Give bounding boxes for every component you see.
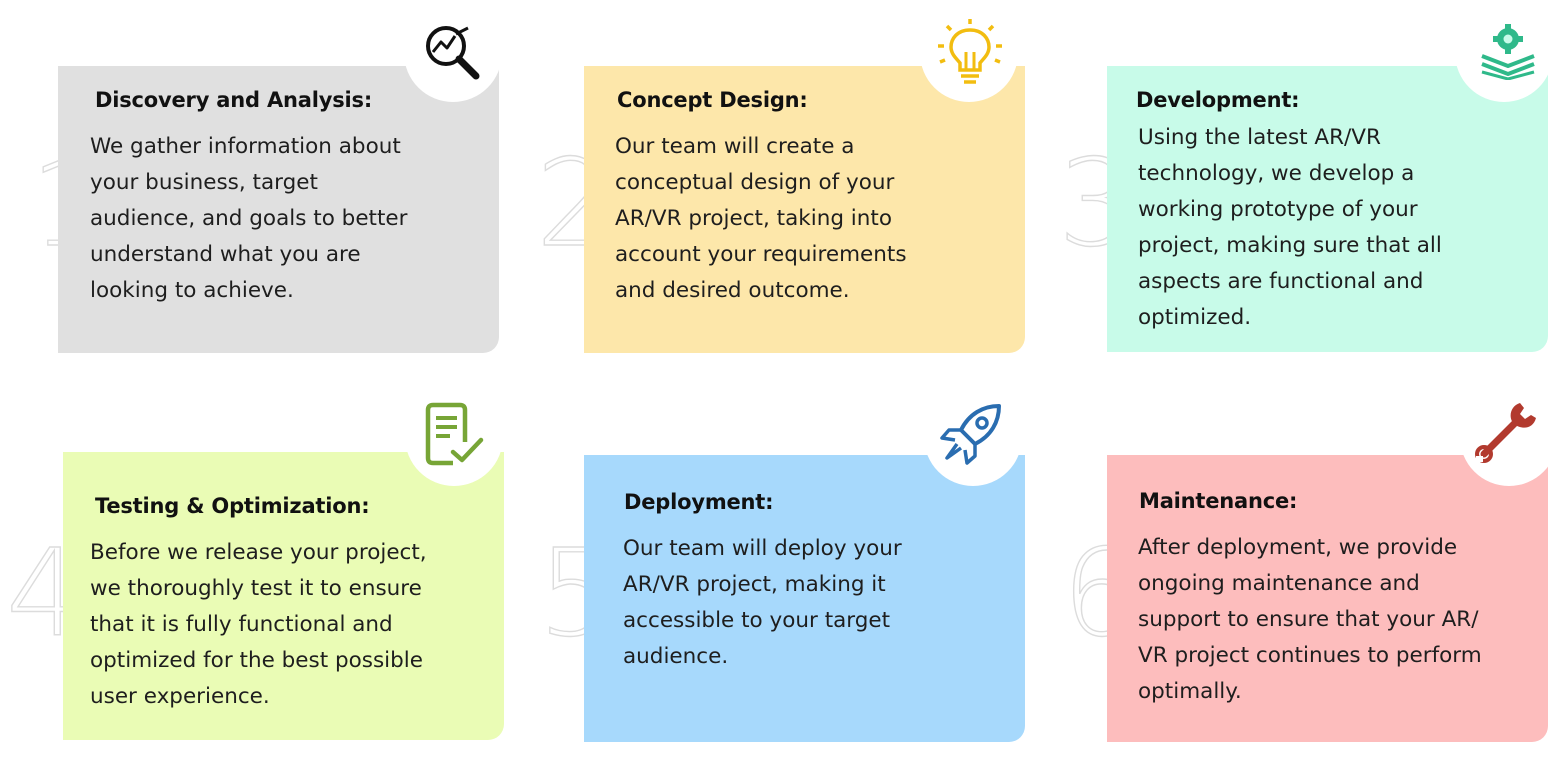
description-line: project, making sure that all	[1138, 233, 1442, 258]
description-line: that it is fully functional and	[90, 612, 393, 637]
description-line: optimally.	[1138, 679, 1242, 704]
description-line: support to ensure that your AR/	[1138, 607, 1479, 632]
card-background	[1107, 455, 1548, 742]
description-line: conceptual design of your	[615, 170, 895, 195]
description-line: aspects are functional and	[1138, 269, 1424, 294]
description-line: VR project continues to perform	[1138, 643, 1482, 668]
description-line: user experience.	[90, 684, 270, 709]
card-background	[584, 66, 1025, 353]
description-line: understand what you are	[90, 242, 361, 267]
description-line: audience, and goals to better	[90, 206, 408, 231]
description-line: optimized.	[1138, 305, 1252, 330]
description-line: Our team will create a	[615, 134, 855, 159]
icon-badge	[924, 388, 1022, 486]
description-line: Our team will deploy your	[623, 536, 902, 561]
step-title: Concept Design:	[617, 88, 808, 112]
step-description: After deployment, we provide ongoing mai…	[1138, 530, 1482, 710]
description-line: we thoroughly test it to ensure	[90, 576, 422, 601]
icon-badge	[404, 4, 502, 102]
description-line: AR/VR project, making it	[623, 572, 886, 597]
step-description: Our team will deploy your AR/VR project,…	[623, 531, 902, 675]
step-title: Development:	[1136, 88, 1300, 112]
description-line: Before we release your project,	[90, 540, 427, 565]
icon-badge	[1460, 388, 1558, 486]
description-line: We gather information about	[90, 134, 401, 159]
description-line: After deployment, we provide	[1138, 535, 1458, 560]
description-line: working prototype of your	[1138, 197, 1418, 222]
description-line: technology, we develop a	[1138, 161, 1415, 186]
wrench-icon	[1475, 403, 1536, 463]
rocket-icon	[940, 404, 1001, 465]
lightbulb-icon	[938, 19, 1002, 84]
icon-badge	[1455, 4, 1553, 102]
checklist-icon	[425, 402, 484, 466]
card-background	[584, 455, 1025, 742]
description-line: audience.	[623, 644, 729, 669]
card-background	[1107, 66, 1548, 352]
step-title: Testing & Optimization:	[95, 494, 370, 518]
description-line: looking to achieve.	[90, 278, 294, 303]
description-line: Using the latest AR/VR	[1138, 125, 1381, 150]
description-line: optimized for the best possible	[90, 648, 423, 673]
step-description: We gather information about your busines…	[90, 129, 407, 309]
description-line: accessible to your target	[623, 608, 891, 633]
card-background	[63, 452, 504, 740]
step-description: Our team will create a conceptual design…	[615, 129, 907, 309]
card-background	[58, 66, 499, 353]
step-title: Deployment:	[624, 490, 774, 514]
step-title: Discovery and Analysis:	[95, 88, 373, 112]
description-line: and desired outcome.	[615, 278, 850, 303]
gear-layers-icon	[1481, 24, 1535, 80]
description-line: ongoing maintenance and	[1138, 571, 1420, 596]
description-line: your business, target	[90, 170, 318, 195]
step-title: Maintenance:	[1139, 489, 1298, 513]
step-description: Before we release your project, we thoro…	[90, 535, 427, 715]
step-description: Using the latest AR/VR technology, we de…	[1138, 120, 1442, 336]
description-line: AR/VR project, taking into	[615, 206, 892, 231]
magnifier-chart-icon	[426, 26, 480, 80]
description-line: account your requirements	[615, 242, 907, 267]
